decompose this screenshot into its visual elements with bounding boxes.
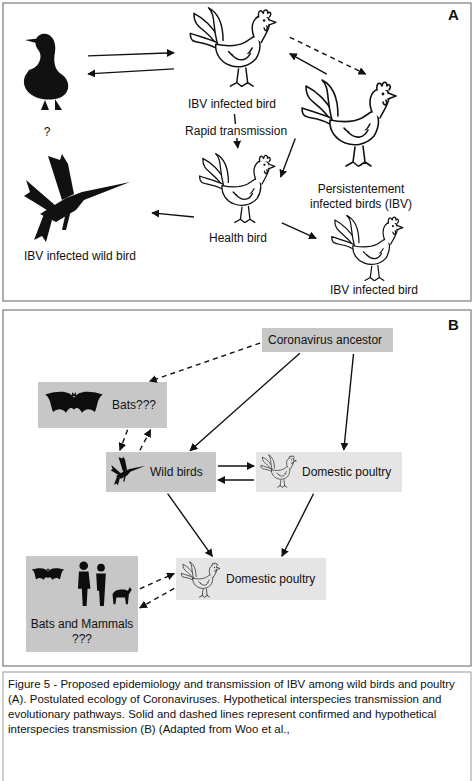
panel-frame: [3, 310, 471, 666]
rooster-figure: [302, 80, 396, 166]
arrow-connector: [290, 37, 366, 74]
arrow-connector: [140, 588, 175, 607]
node-label: IBV infected bird: [330, 283, 418, 298]
bird-figure-node: IBV infected wild bird: [10, 150, 150, 264]
bird-figure-node: IBV infected bird: [318, 214, 430, 298]
node-label: Domestic poultry: [226, 572, 315, 587]
caption-frame: [3, 672, 471, 781]
panel-letter: B: [448, 316, 459, 334]
arrow-connector: [290, 54, 327, 74]
arrow-connector: [120, 430, 128, 450]
bird-figure-node: ?: [8, 20, 86, 140]
arrow-connector: [168, 494, 213, 557]
arrow-connector: [282, 223, 316, 239]
group-box: Domestic poultry: [176, 558, 326, 600]
wild-bird-figure: [24, 154, 130, 242]
duck-figure: [24, 34, 68, 110]
node-label: Health bird: [209, 231, 267, 246]
panel-frame: [3, 3, 471, 301]
node-label: Bats???: [112, 398, 156, 413]
bird-figure-node: Persistentement infected birds (IBV): [296, 75, 426, 212]
arrow-connector: [190, 353, 300, 450]
arrow-connector: [344, 354, 354, 450]
arrow-connector: [140, 574, 174, 589]
node-label: IBV infected wild bird: [24, 249, 136, 264]
arrow-connector: [218, 465, 254, 466]
rooster-figure: [200, 154, 275, 223]
rooster-figure: [332, 216, 403, 281]
figure-caption: Figure 5 - Proposed epidemiology and tra…: [8, 677, 466, 737]
arrow-connector: [282, 494, 314, 556]
node-label: Wild birds: [150, 465, 203, 480]
node-label: Coronavirus ancestor: [268, 333, 382, 348]
arrow-connector: [140, 430, 151, 450]
group-box: Bats and Mammals ???: [26, 556, 138, 652]
group-box: Wild birds: [106, 452, 216, 492]
bird-figure-node: IBV infected bird: [176, 4, 288, 112]
node-label: IBV infected bird: [188, 97, 276, 112]
group-box: Coronavirus ancestor: [262, 328, 393, 352]
node-label: Persistentement infected birds (IBV): [298, 182, 424, 212]
arrow-connector: [281, 139, 296, 177]
bird-figure-node: Health bird: [196, 150, 280, 246]
arrow-connector: [88, 53, 174, 56]
rooster-figure: [190, 8, 276, 86]
arrow-connector: [150, 343, 261, 381]
node-label: ?: [44, 125, 51, 140]
edge-label: Rapid transmission: [183, 124, 289, 138]
node-label: Bats and Mammals ???: [30, 617, 134, 647]
arrow-connector: [152, 213, 194, 217]
arrow-connector: [218, 479, 254, 480]
group-box: Domestic poultry: [256, 452, 402, 492]
group-box: Bats???: [38, 382, 167, 428]
panel-letter: A: [448, 6, 459, 24]
arrow-connector: [88, 69, 174, 74]
node-label: Domestic poultry: [302, 465, 391, 480]
